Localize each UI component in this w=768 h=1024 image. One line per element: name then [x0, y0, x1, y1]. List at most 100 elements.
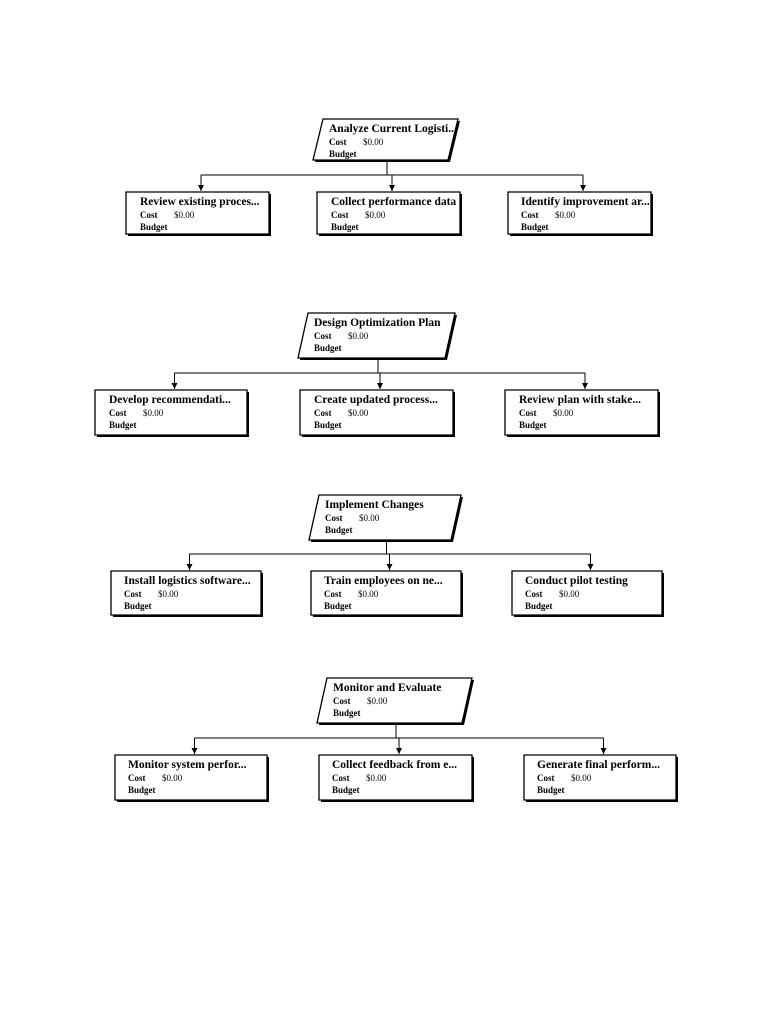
child-task[interactable]: Conduct pilot testing Cost$0.00 Budget	[511, 570, 664, 617]
node-text: Collect performance data Cost$0.00 Budge…	[331, 196, 456, 233]
node-text: Collect feedback from e... Cost $0.00 Bud…	[332, 759, 457, 796]
arrow-head	[580, 185, 586, 191]
node-text: Monitor and Evaluate Cost$0.00 Budget	[333, 682, 441, 719]
cost-value: $0.00	[363, 137, 384, 147]
cost-value: $0.00	[366, 773, 387, 783]
cost-label: Cost	[314, 408, 332, 418]
task-title: Review existing proces...	[140, 196, 260, 208]
node-text: Develop recommendati... Cost$0.00 Budget	[109, 394, 231, 431]
node-border	[125, 191, 271, 236]
budget-label: Budget	[333, 708, 361, 718]
cost-value: $0.00	[348, 331, 369, 341]
arrow-head	[377, 383, 383, 389]
budget-label: Budget	[109, 420, 137, 430]
arrow-head	[587, 564, 594, 570]
task-title: Implement Changes	[325, 499, 424, 511]
budget-label: Budget	[519, 420, 547, 430]
task-title: Monitor and Evaluate	[333, 682, 442, 694]
budget-label: Budget	[128, 785, 156, 795]
budget-label: Budget	[325, 525, 353, 535]
arrow-head	[171, 383, 178, 389]
cost-label: Cost	[124, 589, 142, 599]
budget-label: Budget	[331, 222, 359, 232]
cost-label: Cost	[521, 210, 539, 220]
child-task[interactable]: Identify improvement ar... Cost $0.00 Bud…	[507, 191, 653, 236]
budget-label: Budget	[537, 785, 565, 795]
arrow-head	[389, 185, 395, 191]
cost-value: $0.00	[358, 589, 379, 599]
node-text: Create updated process... Cost$0.00 Budg…	[314, 394, 438, 431]
cost-label: Cost	[314, 331, 332, 341]
node-border	[94, 389, 249, 437]
task-title: Review plan with stake...	[519, 394, 642, 406]
child-task[interactable]: Develop recommendati... Cost$0.00 Budget	[94, 389, 249, 437]
node-text: Monitor system perfor... Cost $0.00 Budge…	[128, 759, 247, 796]
child-task[interactable]: Train employees on ne... Cost$0.00 Budge…	[310, 570, 463, 617]
child-task[interactable]: Review plan with stake... Cost $0.00 Budg…	[504, 389, 660, 437]
cost-label: Cost	[128, 773, 146, 783]
parent-task[interactable]: Monitor and Evaluate Cost$0.00 Budget	[316, 677, 474, 725]
node-border	[297, 312, 457, 360]
task-title: Generate final perform...	[537, 759, 660, 771]
node-text: Review plan with stake... Cost $0.00 Budg…	[519, 394, 641, 431]
child-task[interactable]: Monitor system perfor... Cost $0.00 Budge…	[114, 754, 269, 802]
node-text: Review existing proces... Cost $0.00 Budg…	[140, 196, 260, 233]
cost-value: $0.00	[174, 210, 195, 220]
cost-label: Cost	[140, 210, 158, 220]
task-title: Identify improvement ar...	[521, 196, 650, 208]
node-text: Train employees on ne... Cost$0.00 Budge…	[324, 575, 443, 612]
parent-task[interactable]: Implement Changes Cost$0.00 Budget	[308, 494, 463, 542]
task-title: Collect performance data	[331, 196, 457, 208]
child-task[interactable]: Collect performance data Cost$0.00 Budge…	[316, 191, 462, 236]
task-title: Collect feedback from e...	[332, 759, 457, 771]
cost-value: $0.00	[555, 210, 576, 220]
child-task[interactable]: Collect feedback from e... Cost $0.00 Bud…	[318, 754, 474, 802]
node-text: Conduct pilot testing Cost$0.00 Budget	[525, 575, 628, 612]
child-task[interactable]: Create updated process... Cost$0.00 Budg…	[299, 389, 455, 437]
node-border	[312, 118, 460, 162]
node-text: Implement Changes Cost$0.00 Budget	[325, 499, 424, 536]
child-task[interactable]: Install logistics software... Cost$0.00 …	[110, 570, 263, 617]
budget-label: Budget	[525, 601, 553, 611]
budget-label: Budget	[332, 785, 360, 795]
cost-label: Cost	[329, 137, 347, 147]
arrow-head	[386, 564, 393, 570]
cost-label: Cost	[331, 210, 349, 220]
cost-label: Cost	[519, 408, 537, 418]
node-border	[504, 389, 660, 437]
arrow-head	[198, 185, 204, 191]
cost-value: $0.00	[162, 773, 183, 783]
cost-label: Cost	[109, 408, 127, 418]
task-title: Train employees on ne...	[324, 575, 443, 587]
task-title: Design Optimization Plan	[314, 317, 441, 329]
node-text: Identify improvement ar... Cost $0.00 Bud…	[521, 196, 650, 233]
arrow-head	[582, 383, 588, 389]
arrow-head	[396, 748, 402, 754]
task-title: Monitor system perfor...	[128, 759, 247, 771]
cost-label: Cost	[324, 589, 342, 599]
task-title: Create updated process...	[314, 394, 438, 406]
budget-label: Budget	[329, 149, 357, 159]
parent-task[interactable]: Design Optimization Plan Cost$0.00 Budge…	[297, 312, 457, 360]
cost-value: $0.00	[553, 408, 574, 418]
node-border	[299, 389, 455, 437]
budget-label: Budget	[140, 222, 168, 232]
node-border	[507, 191, 653, 236]
arrow-head	[186, 564, 193, 570]
cost-value: $0.00	[158, 589, 179, 599]
child-task[interactable]: Generate final perform... Cost$0.00 Budg…	[523, 754, 678, 802]
budget-label: Budget	[521, 222, 549, 232]
task-title: Analyze Current Logisti...	[329, 123, 457, 135]
child-task[interactable]: Review existing proces... Cost $0.00 Budg…	[125, 191, 271, 236]
cost-value: $0.00	[143, 408, 164, 418]
cost-label: Cost	[537, 773, 555, 783]
node-border	[511, 570, 664, 617]
cost-label: Cost	[332, 773, 350, 783]
cost-value: $0.00	[348, 408, 369, 418]
cost-value: $0.00	[359, 513, 380, 523]
parent-task[interactable]: Analyze Current Logisti... Cost $0.00 Bud…	[312, 118, 460, 162]
node-border	[316, 677, 474, 725]
node-border	[308, 494, 463, 542]
budget-label: Budget	[124, 601, 152, 611]
arrow-head	[600, 748, 607, 754]
